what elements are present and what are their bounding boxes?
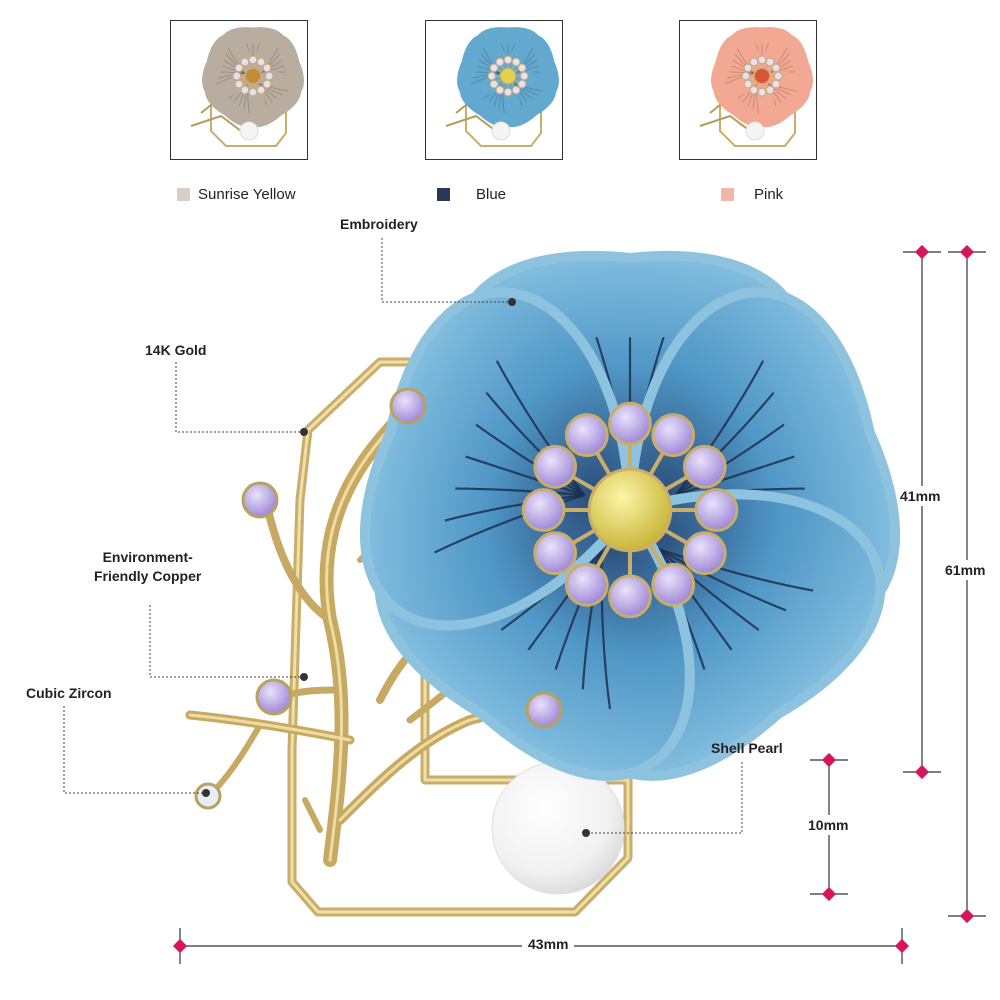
variant-name: Blue — [476, 186, 507, 203]
callout-shell-pearl: Shell Pearl — [711, 740, 783, 756]
dimension-markers — [172, 244, 975, 954]
variant-label-blue[interactable]: Blue — [437, 186, 506, 203]
variant-name: Pink — [754, 186, 784, 203]
cubic-zircons — [194, 387, 563, 810]
callout-lines — [63, 238, 743, 834]
swatch-blue — [437, 188, 450, 201]
callout-embroidery: Embroidery — [340, 216, 418, 232]
dimension-width: 43mm — [522, 936, 575, 952]
embroidered-flower — [359, 251, 901, 781]
sunrise-yellow-brooch-image — [190, 27, 304, 147]
variant-name: Sunrise Yellow — [198, 186, 296, 203]
swatch-sunrise-yellow — [177, 188, 190, 201]
swatch-pink — [721, 188, 734, 201]
callout-environment-friendly-copper: Environment- Friendly Copper — [94, 549, 202, 584]
variant-label-sunrise-yellow[interactable]: Sunrise Yellow — [177, 186, 296, 203]
variant-label-pink[interactable]: Pink — [721, 186, 783, 203]
shell-pearl — [491, 761, 625, 895]
variant-thumb-blue[interactable] — [425, 20, 563, 160]
callout-dots — [202, 298, 590, 837]
variant-thumb-pink[interactable] — [679, 20, 817, 160]
callout-14k-gold: 14K Gold — [145, 342, 207, 358]
variant-thumb-sunrise-yellow[interactable] — [170, 20, 308, 160]
blue-brooch-image — [445, 27, 559, 147]
dimension-pearl-diameter: 10mm — [808, 815, 849, 835]
dimension-total-height: 61mm — [945, 560, 986, 580]
callout-cubic-zircon: Cubic Zircon — [26, 685, 112, 701]
dimension-flower-height: 41mm — [900, 486, 941, 506]
pink-brooch-image — [699, 27, 813, 147]
